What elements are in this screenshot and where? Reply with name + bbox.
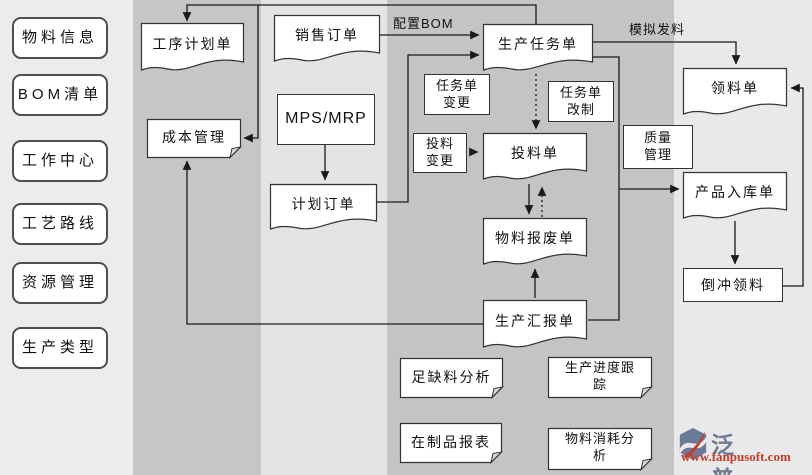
node-label: 生产任务单 [498, 36, 578, 53]
node-label: 足缺料分析 [411, 368, 492, 385]
node-label: 在制品报表 [411, 433, 491, 450]
node-production-progress-tracking: 生产进度跟 踪 [547, 356, 653, 400]
sidebar-item-resource-mgmt: 资源管理 [12, 262, 108, 304]
node-label: 物料报废单 [495, 230, 575, 247]
node-label: 生产汇报单 [495, 312, 575, 329]
node-label: 投料单 [511, 145, 559, 162]
sidebar-item-material-info: 物料信息 [12, 17, 108, 59]
edge-label-simulated-issue: 模拟发料 [629, 22, 686, 37]
node-label: 质量 管理 [643, 130, 672, 162]
fanpu-logo-name: 泛普软件 [711, 432, 735, 475]
edge-report-to-cost [182, 160, 483, 325]
edge-task-to-cost [243, 5, 259, 143]
node-sales-order: 销售订单 [273, 14, 381, 63]
node-label: 任务单 变更 [435, 77, 478, 110]
edge-backflush-to-requisition [781, 83, 804, 287]
node-label: 生产类型 [21, 339, 98, 357]
node-feeding-order: 投料单 [482, 132, 588, 181]
edge-plan-order-to-task [377, 50, 480, 203]
background-band-3 [261, 0, 387, 475]
node-label: 生产进度跟 踪 [564, 359, 635, 392]
edge-task-to-requisition [593, 41, 741, 65]
node-wip-report: 在制品报表 [399, 422, 503, 465]
node-label: 工作中心 [21, 152, 98, 170]
node-label: 产品入库单 [695, 184, 775, 201]
node-material-scrap-order: 物料报废单 [482, 217, 588, 266]
node-label: 领料单 [711, 80, 759, 97]
node-product-warehousing-order: 产品入库单 [682, 171, 788, 220]
node-label: MPS/MRP [285, 110, 367, 128]
node-production-report-order: 生产汇报单 [482, 299, 588, 349]
node-material-requisition-order: 领料单 [682, 67, 788, 116]
background-band-2 [133, 0, 261, 475]
node-label: 资源管理 [21, 274, 98, 292]
node-label: BOM清单 [17, 86, 103, 104]
fanpu-logo-icon [679, 428, 707, 460]
node-production-task-order: 生产任务单 [482, 23, 594, 72]
node-cost-management: 成本管理 [146, 118, 242, 160]
node-mps-mrp: MPS/MRP [277, 94, 375, 145]
sidebar-item-bom-list: BOM清单 [12, 74, 108, 116]
node-label: 物料信息 [21, 29, 98, 47]
node-label: 工序计划单 [152, 35, 233, 52]
node-process-plan-order: 工序计划单 [140, 22, 245, 72]
node-plan-order: 计划订单 [269, 183, 378, 231]
sidebar-item-process-route: 工艺路线 [12, 203, 108, 245]
node-backflush-requisition: 倒冲领料 [683, 268, 783, 302]
node-task-order-change: 任务单 变更 [424, 74, 490, 115]
node-label: 成本管理 [162, 129, 226, 146]
node-task-order-rework: 任务单 改制 [548, 81, 614, 122]
edge-label-configure-bom: 配置BOM [393, 16, 454, 31]
node-label: 销售订单 [295, 27, 359, 44]
node-label: 工艺路线 [21, 215, 98, 233]
node-feeding-change: 投料 变更 [413, 133, 467, 173]
edge-task-to-process-plan [182, 4, 537, 24]
node-label: 计划订单 [291, 195, 356, 212]
node-label: 投料 变更 [425, 136, 454, 168]
sidebar-item-production-type: 生产类型 [12, 327, 108, 369]
node-label: 倒冲领料 [701, 276, 765, 293]
node-material-consumption-analysis: 物料消耗分 析 [547, 427, 653, 472]
node-label: 任务单 改制 [559, 84, 602, 117]
fanpu-logo-url: www.fanpusoft.com [681, 449, 791, 464]
node-shortage-analysis: 足缺料分析 [399, 357, 504, 400]
sidebar-item-work-center: 工作中心 [12, 140, 108, 182]
node-quality-management: 质量 管理 [623, 125, 693, 169]
node-label: 物料消耗分 析 [564, 431, 635, 463]
